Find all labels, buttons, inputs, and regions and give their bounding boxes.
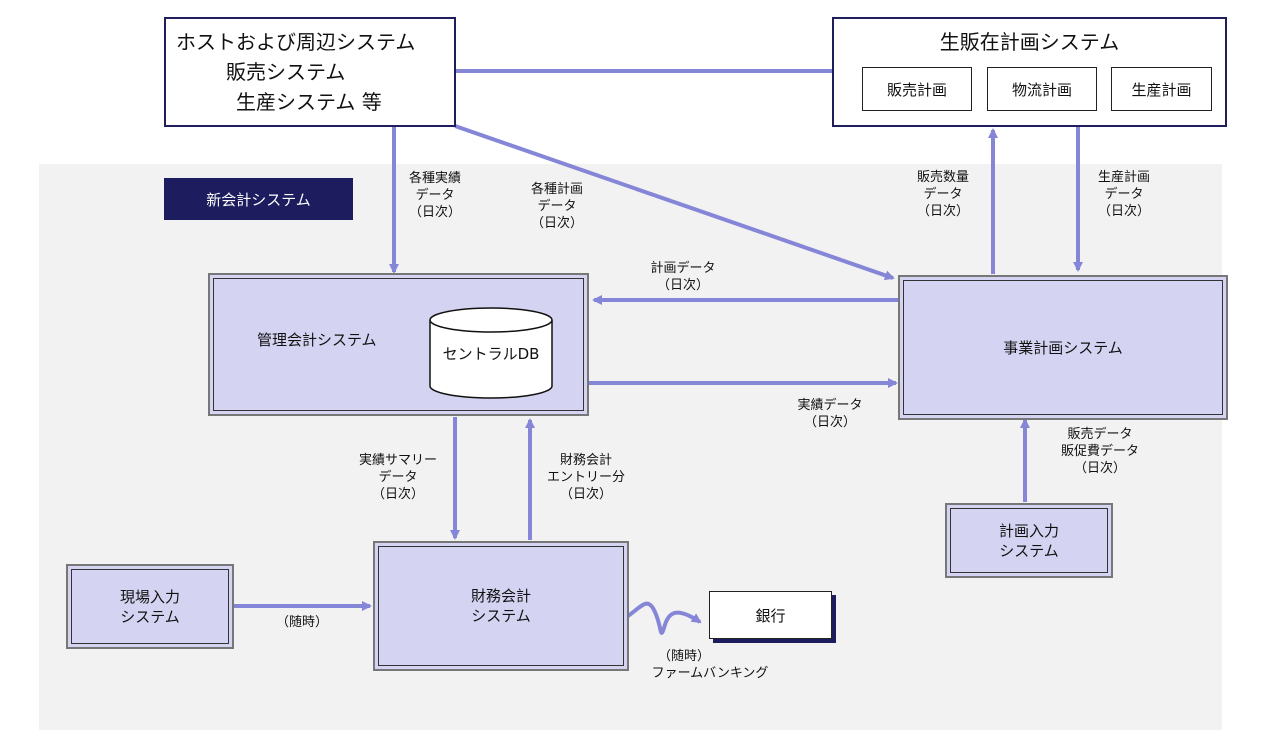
flow-label-actual-data: 実績データ（日次）: [797, 398, 863, 430]
planning-system-title: 生販在計画システム: [939, 30, 1120, 54]
financial-line-1: 財務会計: [470, 587, 531, 605]
flow-label-prod-plan: 生産計画データ（日次）: [1097, 170, 1150, 219]
host-line-1: ホストおよび周辺システム: [176, 30, 416, 54]
banking-wave: [626, 601, 702, 635]
plan-input-box: 計画入力 システム: [945, 503, 1113, 578]
production-plan-label: 生産計画: [1131, 80, 1192, 99]
host-system-box: ホストおよび周辺システム 販売システム 生産システム 等: [164, 17, 456, 127]
flow-label-sales-data: 販売データ販促費データ（日次）: [1060, 427, 1139, 476]
flow-label-banking: （随時）ファームバンキング: [651, 649, 769, 681]
bank-box: 銀行: [709, 591, 832, 639]
business-planning-label: 事業計画システム: [1003, 339, 1123, 357]
field-line-2: システム: [120, 607, 180, 626]
flow-label-field-timing: （随時）: [275, 615, 328, 630]
logistics-plan-box: 物流計画: [987, 67, 1097, 111]
badge-label: 新会計システム: [206, 190, 311, 209]
field-input-box: 現場入力 システム: [66, 564, 234, 649]
flow-label-summary: 実績サマリーデータ（日次）: [358, 453, 437, 502]
flow-label-actuals: 各種実績データ（日次）: [408, 171, 461, 220]
host-line-3: 生産システム 等: [236, 90, 382, 114]
logistics-plan-label: 物流計画: [1011, 80, 1072, 99]
management-accounting-label: 管理会計システム: [257, 331, 377, 349]
plan-input-line-1: 計画入力: [998, 521, 1059, 540]
business-planning-box: 事業計画システム: [898, 275, 1228, 420]
host-line-2: 販売システム: [226, 60, 346, 84]
financial-accounting-box: 財務会計 システム: [373, 541, 629, 671]
central-db-label: セントラルDB: [442, 345, 540, 363]
field-line-1: 現場入力: [119, 587, 180, 606]
new-system-badge: 新会計システム: [164, 178, 353, 220]
production-plan-box: 生産計画: [1111, 67, 1212, 111]
financial-line-2: システム: [471, 607, 531, 625]
plans-arrow: [454, 124, 895, 281]
sales-plan-box: 販売計画: [862, 67, 972, 111]
flow-label-plans: 各種計画データ（日次）: [530, 182, 583, 231]
flow-label-plan-data: 計画データ（日次）: [650, 261, 716, 293]
plan-input-line-2: システム: [999, 541, 1059, 560]
flow-label-sales-qty: 販売数量データ（日次）: [916, 170, 969, 219]
flow-label-entry: 財務会計エントリー分（日次）: [546, 453, 625, 502]
bank-label: 銀行: [755, 606, 786, 625]
sales-plan-label: 販売計画: [886, 80, 947, 99]
